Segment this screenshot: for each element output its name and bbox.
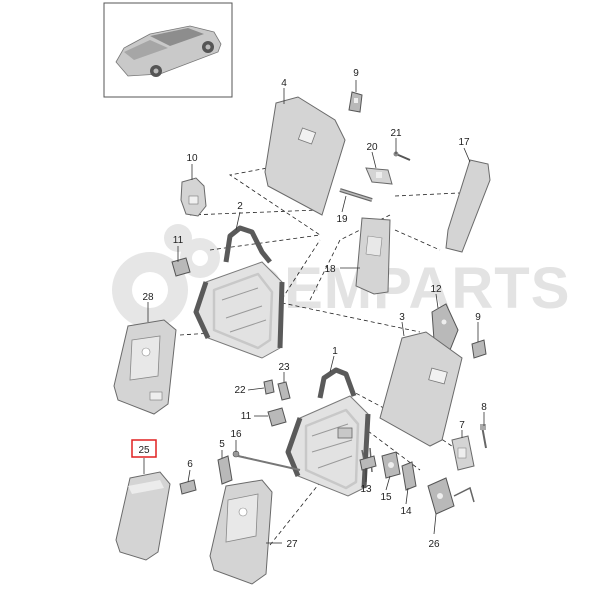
part-26-actuator	[427, 477, 475, 515]
label-17[interactable]: 17	[458, 137, 470, 148]
label-16[interactable]: 16	[230, 429, 242, 440]
vehicle-thumbnail	[103, 2, 233, 98]
part-4-back-panel	[264, 96, 346, 216]
label-15[interactable]: 15	[380, 492, 392, 503]
label-3[interactable]: 3	[399, 312, 405, 323]
label-20[interactable]: 20	[366, 142, 378, 153]
part-labels: 4 9 21 20 17 10 2 19 11 18 28 12 3 9 1 2…	[138, 68, 487, 550]
label-4[interactable]: 4	[281, 78, 287, 89]
part-2-upper-frame	[193, 225, 285, 359]
part-11-pad-lower	[267, 407, 287, 427]
label-23[interactable]: 23	[278, 362, 290, 373]
watermark-text: OEMPARTS	[238, 256, 570, 321]
part-27-rear-cover	[209, 479, 273, 585]
watermark-gear-icon	[112, 224, 220, 328]
part-3-back-panel	[379, 331, 463, 447]
part-13-spring	[359, 447, 377, 473]
label-12[interactable]: 12	[430, 284, 442, 295]
label-7[interactable]: 7	[459, 420, 465, 431]
label-26[interactable]: 26	[428, 539, 440, 550]
part-19-rod	[339, 188, 373, 202]
part-18-cover	[355, 217, 391, 295]
part-8-cable	[480, 424, 487, 449]
watermark: OEMPARTS	[112, 224, 570, 328]
label-11-lower[interactable]: 11	[241, 411, 252, 422]
leader-lines	[143, 80, 485, 544]
part-11-pad-upper	[171, 257, 191, 277]
part-28-rear-cover	[113, 319, 177, 415]
label-28[interactable]: 28	[142, 292, 154, 303]
label-18[interactable]: 18	[324, 264, 336, 275]
label-13[interactable]: 13	[360, 484, 372, 495]
label-22[interactable]: 22	[234, 385, 246, 396]
label-8[interactable]: 8	[481, 402, 487, 413]
part-12-bracket	[431, 303, 459, 351]
part-10-guide	[180, 177, 207, 217]
part-5-bracket	[217, 455, 233, 485]
part-7-lock	[451, 435, 475, 471]
label-9-top[interactable]: 9	[353, 68, 359, 79]
highlight-box	[131, 439, 157, 458]
part-23-latch	[277, 381, 291, 401]
label-19[interactable]: 19	[336, 214, 348, 225]
label-10[interactable]: 10	[186, 153, 198, 164]
part-22-clip	[263, 379, 275, 395]
label-5[interactable]: 5	[219, 439, 225, 450]
part-20-bracket	[365, 167, 393, 185]
label-21[interactable]: 21	[390, 128, 402, 139]
part-15-motor	[381, 451, 401, 479]
label-1[interactable]: 1	[332, 346, 338, 357]
part-1-main-frame	[285, 367, 371, 497]
label-11-upper[interactable]: 11	[173, 235, 184, 246]
label-27[interactable]: 27	[286, 539, 298, 550]
label-25[interactable]: 25	[138, 445, 150, 456]
label-2[interactable]: 2	[237, 201, 243, 212]
part-17-side-trim	[445, 159, 491, 253]
part-6-clip	[179, 479, 197, 495]
label-9-right[interactable]: 9	[475, 312, 481, 323]
part-9-clip-right	[471, 339, 487, 359]
part-9-clip-top	[348, 91, 363, 113]
label-6[interactable]: 6	[187, 459, 193, 470]
part-14-latch	[401, 461, 417, 491]
car-icon	[115, 25, 222, 77]
part-25-cushion	[115, 471, 171, 561]
label-14[interactable]: 14	[400, 506, 412, 517]
